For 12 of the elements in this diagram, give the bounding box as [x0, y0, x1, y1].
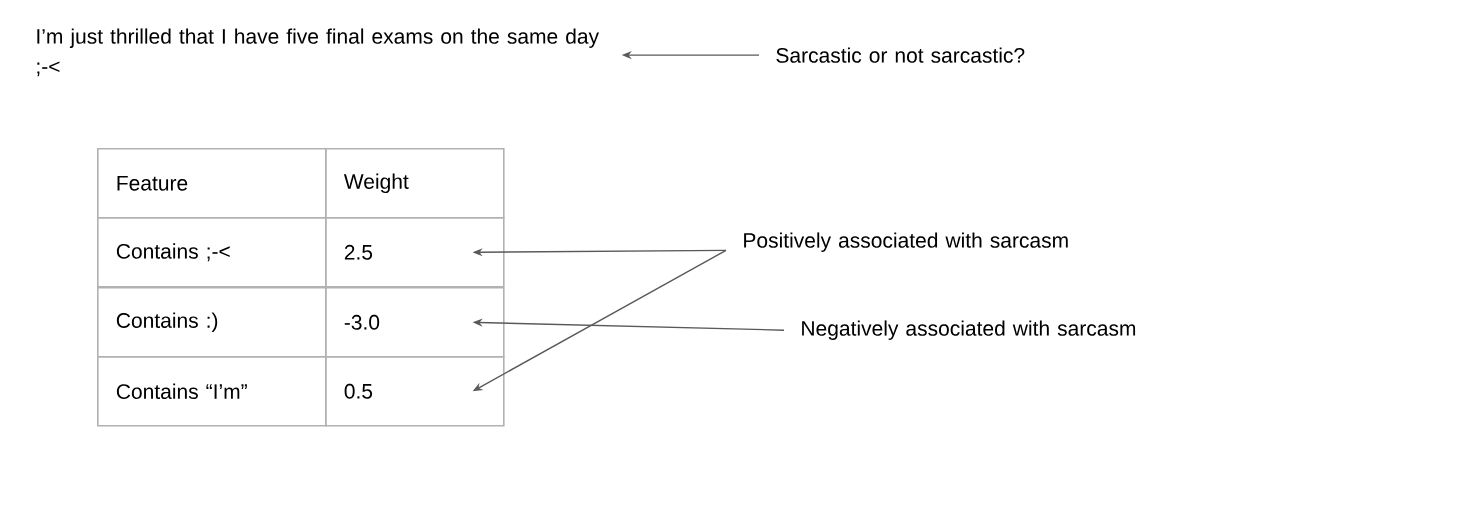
header-cell: Weight [325, 148, 505, 219]
table-cell: Contains “I’m” [97, 356, 327, 427]
table-cell: Contains ;-< [97, 217, 327, 288]
annotation-text: Negatively associated with sarcasm [802, 320, 1136, 340]
table-cell: 0.5 [325, 356, 505, 427]
header-cell: Feature [97, 148, 327, 219]
table-cell: Contains :) [97, 287, 327, 358]
table-cell: -3.0 [325, 287, 505, 358]
sentence-text: I’m just thrilled that I have five final exams on the same day ;-< [37, 28, 599, 77]
table-cell: 2.5 [325, 217, 505, 288]
annotation-text: Positively associated with sarcasm [744, 232, 1068, 252]
question-text: Sarcastic or not sarcastic? [776, 47, 1025, 63]
